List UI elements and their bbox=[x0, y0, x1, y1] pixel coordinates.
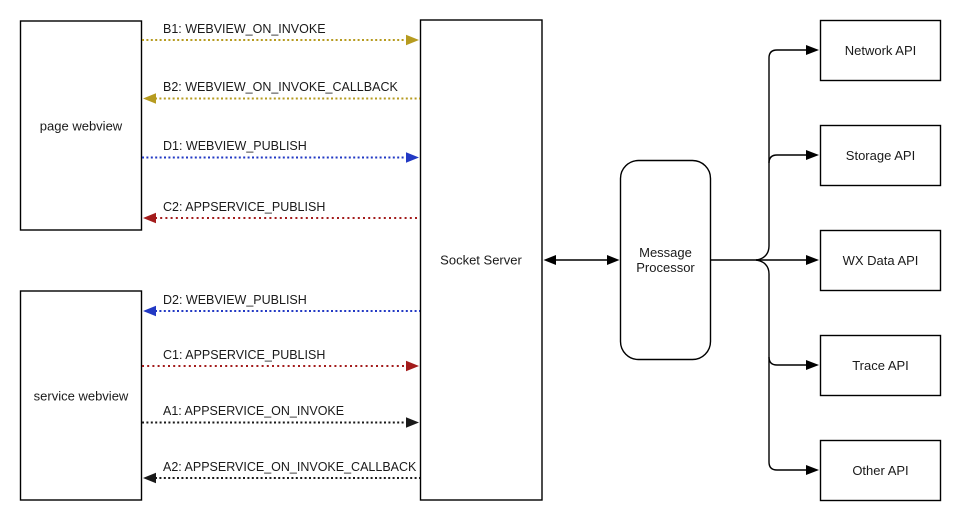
flow-b1: B1: WEBVIEW_ON_INVOKE bbox=[142, 22, 419, 46]
node-network-api: Network API bbox=[819, 19, 942, 82]
branch-other-arrowhead bbox=[806, 465, 819, 475]
storage-api-box bbox=[819, 124, 942, 187]
node-service-webview: service webview bbox=[19, 290, 143, 501]
branch-wx-data-arrowhead bbox=[806, 255, 819, 265]
flow-b2: B2: WEBVIEW_ON_INVOKE_CALLBACK bbox=[143, 80, 420, 104]
wx-data-api-label: WX Data API bbox=[843, 253, 919, 268]
socket-server-label: Socket Server bbox=[440, 253, 522, 268]
flow-d1-label: D1: WEBVIEW_PUBLISH bbox=[163, 139, 307, 153]
network-api-label: Network API bbox=[845, 43, 917, 58]
socket-server-box bbox=[419, 19, 543, 501]
page-webview-label: page webview bbox=[40, 119, 123, 134]
service-webview-box bbox=[19, 290, 143, 501]
trace-api-label: Trace API bbox=[852, 358, 909, 373]
wx-data-api-box bbox=[819, 229, 942, 292]
flow-a1: A1: APPSERVICE_ON_INVOKE bbox=[142, 404, 419, 428]
message-processor-label-line1: Message bbox=[639, 245, 692, 260]
branch-trace-line bbox=[768, 356, 808, 366]
link-socket-to-processor bbox=[543, 255, 620, 265]
branch-network-line bbox=[755, 49, 808, 261]
socket-processor-right-arrowhead bbox=[607, 255, 620, 265]
flow-d1-arrowhead bbox=[406, 152, 419, 163]
flow-d2: D2: WEBVIEW_PUBLISH bbox=[143, 293, 420, 317]
branch-network-arrowhead bbox=[806, 45, 819, 55]
message-processor-label-line2: Processor bbox=[636, 260, 695, 275]
flow-c1: C1: APPSERVICE_PUBLISH bbox=[142, 348, 419, 372]
node-trace-api: Trace API bbox=[819, 334, 942, 397]
service-webview-label: service webview bbox=[34, 389, 129, 404]
branch-storage-arrowhead bbox=[806, 150, 819, 160]
page-webview-box bbox=[19, 20, 143, 231]
network-api-box bbox=[819, 19, 942, 82]
storage-api-label: Storage API bbox=[846, 148, 915, 163]
flow-a2: A2: APPSERVICE_ON_INVOKE_CALLBACK bbox=[143, 460, 420, 484]
flow-b2-label: B2: WEBVIEW_ON_INVOKE_CALLBACK bbox=[163, 80, 398, 94]
flow-c2: C2: APPSERVICE_PUBLISH bbox=[143, 200, 420, 224]
flow-d2-arrowhead bbox=[143, 305, 156, 317]
flow-c2-label: C2: APPSERVICE_PUBLISH bbox=[163, 200, 325, 214]
flow-c1-label: C1: APPSERVICE_PUBLISH bbox=[163, 348, 325, 362]
branch-trace-arrowhead bbox=[806, 360, 819, 370]
trace-api-box bbox=[819, 334, 942, 397]
flow-b1-arrowhead bbox=[406, 34, 419, 46]
node-page-webview: page webview bbox=[19, 20, 143, 231]
node-wx-data-api: WX Data API bbox=[819, 229, 942, 292]
flow-a1-arrowhead bbox=[406, 417, 419, 428]
flow-a1-label: A1: APPSERVICE_ON_INVOKE bbox=[163, 404, 344, 418]
link-processor-to-apis bbox=[710, 45, 819, 475]
flow-c2-arrowhead bbox=[143, 212, 156, 224]
node-storage-api: Storage API bbox=[819, 124, 942, 187]
flow-a2-arrowhead bbox=[143, 472, 156, 484]
node-message-processor: Message Processor bbox=[619, 159, 712, 361]
node-other-api: Other API bbox=[819, 439, 942, 502]
other-api-label: Other API bbox=[852, 463, 908, 478]
flow-b2-arrowhead bbox=[143, 93, 156, 104]
branch-storage-line bbox=[768, 154, 808, 164]
flow-d2-label: D2: WEBVIEW_PUBLISH bbox=[163, 293, 307, 307]
socket-processor-left-arrowhead bbox=[543, 255, 556, 265]
flow-b1-label: B1: WEBVIEW_ON_INVOKE bbox=[163, 22, 326, 36]
flow-a2-label: A2: APPSERVICE_ON_INVOKE_CALLBACK bbox=[163, 460, 417, 474]
branch-other-line bbox=[755, 259, 808, 471]
node-socket-server: Socket Server bbox=[419, 19, 543, 501]
flow-c1-arrowhead bbox=[406, 360, 419, 372]
other-api-box bbox=[819, 439, 942, 502]
flow-d1: D1: WEBVIEW_PUBLISH bbox=[142, 139, 419, 163]
